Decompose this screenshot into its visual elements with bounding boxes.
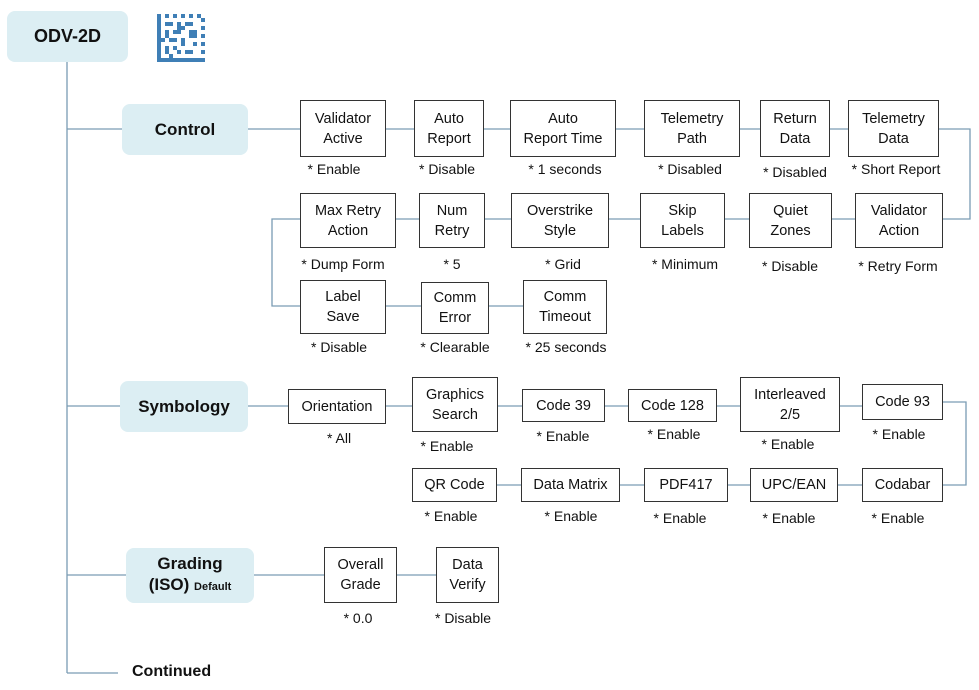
default-value: * Enable [536, 428, 590, 444]
section-grading-sublabel: (ISO) Default [148, 575, 232, 594]
default-value: * Retry Form [858, 258, 938, 274]
section-control: Control [122, 104, 248, 155]
setting-box: Overall Grade [324, 547, 397, 603]
setting-box: Label Save [300, 280, 386, 334]
setting-box: Code 93 [862, 384, 943, 420]
setting-box: UPC/EAN [750, 468, 838, 502]
section-symbology: Symbology [120, 381, 248, 432]
default-value: * Enable [424, 508, 478, 524]
section-control-label: Control [154, 120, 216, 139]
root-title: ODV-2D [33, 26, 102, 46]
setting-box: Skip Labels [640, 193, 725, 248]
section-grading-label: Grading [157, 554, 223, 573]
section-grading: Grading (ISO) Default [126, 548, 254, 603]
setting-box: Validator Action [855, 193, 943, 248]
setting-box: Data Matrix [521, 468, 620, 502]
setting-box: Comm Timeout [523, 280, 607, 334]
default-value: * Short Report [851, 161, 941, 177]
section-symbology-label: Symbology [138, 397, 230, 416]
default-value: * Enable [872, 426, 926, 442]
setting-box: Code 128 [628, 389, 717, 422]
default-value: * Disabled [763, 164, 827, 180]
default-value: * Enable [307, 161, 361, 177]
setting-box: Num Retry [419, 193, 485, 248]
default-value: * Enable [762, 510, 816, 526]
setting-box: Comm Error [421, 282, 489, 334]
setting-box: Codabar [862, 468, 943, 502]
setting-box: Return Data [760, 100, 830, 157]
setting-box: Auto Report Time [510, 100, 616, 157]
default-value: * Disabled [658, 161, 722, 177]
setting-box: Max Retry Action [300, 193, 396, 248]
setting-box: Orientation [288, 389, 386, 424]
default-value: * Enable [761, 436, 815, 452]
default-value: * Disable [434, 610, 492, 626]
section-grading-suffix: Default [194, 581, 232, 593]
setting-box: Interleaved 2/5 [740, 377, 840, 432]
default-value: * Enable [871, 510, 925, 526]
setting-box: Telemetry Path [644, 100, 740, 157]
default-value: * All [326, 430, 352, 446]
default-value: * Disable [761, 258, 819, 274]
default-value: * 5 [443, 256, 461, 272]
default-value: * Enable [420, 438, 474, 454]
default-value: * 0.0 [343, 610, 373, 626]
setting-box: Overstrike Style [511, 193, 609, 248]
default-value: * Disable [418, 161, 476, 177]
default-value: * Clearable [420, 339, 490, 355]
default-value: * Grid [545, 256, 581, 272]
root-node: ODV-2D [7, 11, 128, 62]
setting-box: QR Code [412, 468, 497, 502]
default-value: * Enable [653, 510, 707, 526]
default-value: * Disable [310, 339, 368, 355]
default-value: * 25 seconds [525, 339, 607, 355]
setting-box: Auto Report [414, 100, 484, 157]
setting-box: Telemetry Data [848, 100, 939, 157]
setting-box: Data Verify [436, 547, 499, 603]
default-value: * Dump Form [301, 256, 385, 272]
setting-box: Code 39 [522, 389, 605, 422]
setting-box: Quiet Zones [749, 193, 832, 248]
default-value: * Enable [544, 508, 598, 524]
continued-label: Continued [132, 663, 212, 680]
default-value: * Enable [647, 426, 701, 442]
default-value: * Minimum [651, 256, 719, 272]
setting-box: Graphics Search [412, 377, 498, 432]
setting-box: Validator Active [300, 100, 386, 157]
default-value: * 1 seconds [528, 161, 602, 177]
datamatrix-barcode-icon [157, 14, 205, 62]
setting-box: PDF417 [644, 468, 728, 502]
